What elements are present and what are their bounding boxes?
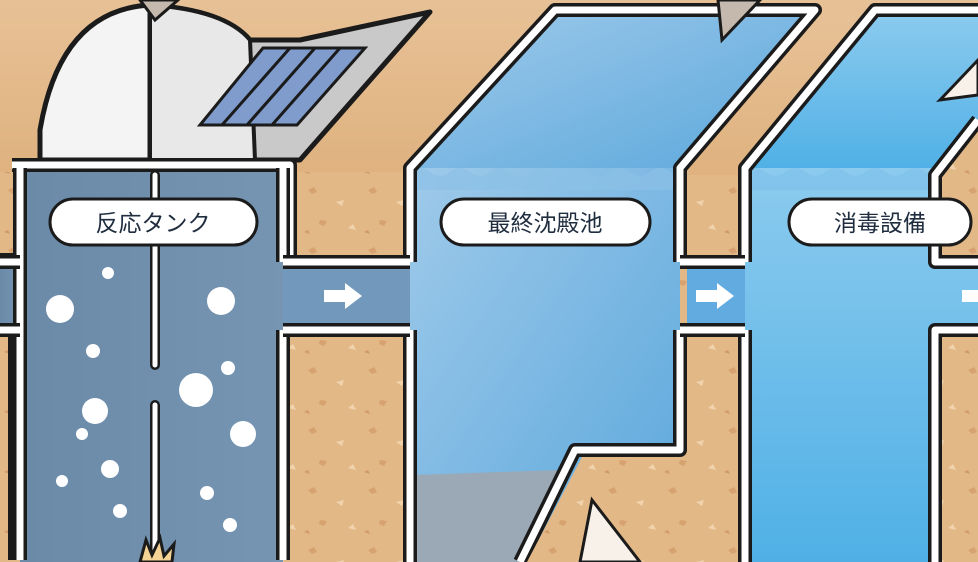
- label-final-settling-tank: 最終沈殿池: [439, 197, 652, 247]
- final-settling-tank: [403, 0, 870, 562]
- channel-walls: [0, 255, 745, 337]
- sludge-layer: [412, 470, 560, 562]
- label-disinfection-facility-text: 消毒設備: [834, 211, 926, 237]
- right-arrow-icon: [324, 283, 362, 309]
- label-reaction-tank-text: 反応タンク: [96, 211, 211, 237]
- right-arrow-icon-3: [962, 290, 978, 302]
- callout-pointer-icon: [138, 0, 181, 23]
- vent-grille-icon: [196, 46, 369, 127]
- right-arrow-icon-2: [696, 283, 734, 309]
- callout-pointer-icon-4: [935, 57, 978, 103]
- burst-icon: [138, 533, 177, 562]
- air-bubbles: [46, 267, 256, 532]
- callout-pointer-icon-3: [578, 496, 642, 562]
- label-disinfection-facility: 消毒設備: [787, 197, 973, 247]
- label-final-settling-tank-text: 最終沈殿池: [488, 211, 603, 237]
- label-reaction-tank: 反応タンク: [48, 197, 259, 247]
- callout-pointer-icon-2: [716, 0, 763, 44]
